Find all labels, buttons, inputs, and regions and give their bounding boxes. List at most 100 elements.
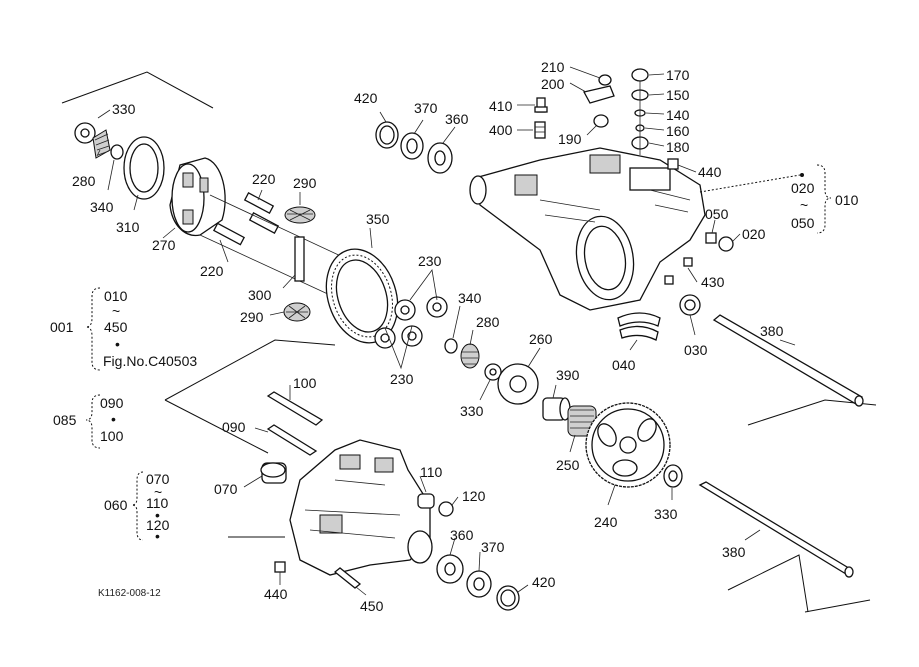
group-060-b: 110: [146, 495, 169, 511]
nut-190-shape: [593, 114, 609, 128]
label-110-part: 110: [420, 464, 443, 480]
pins-220-shape: [212, 192, 280, 246]
label-220-upper: 220: [252, 171, 276, 187]
group-001-from: 010: [104, 288, 128, 304]
label-350: 350: [366, 211, 390, 227]
group-001-bullet: •: [115, 336, 120, 352]
group-060-c: 120: [146, 517, 170, 533]
group-060-bullet2: •: [155, 528, 160, 544]
ring-gear-350-shape: [325, 248, 399, 344]
label-300: 300: [248, 287, 272, 303]
bolt-440-shape: [667, 158, 679, 170]
label-280-left: 280: [72, 173, 96, 189]
label-290-lower: 290: [240, 309, 264, 325]
label-220-lower: 220: [200, 263, 224, 279]
label-240: 240: [594, 514, 618, 530]
large-gear-240-shape: [585, 402, 671, 488]
label-450: 450: [360, 598, 384, 614]
label-260: 260: [529, 331, 553, 347]
label-280-right: 280: [476, 314, 500, 330]
group-085-b: 100: [100, 428, 124, 444]
label-290-upper: 290: [293, 175, 317, 191]
group-001-code: 001: [50, 319, 74, 335]
bevel-gear-290-upper-shape: [284, 206, 316, 224]
group-001-figref: Fig.No.C40503: [103, 353, 197, 369]
upper-small-parts-group: [375, 68, 649, 174]
label-180: 180: [666, 139, 690, 155]
label-140: 140: [666, 107, 690, 123]
leader-lines: [96, 66, 804, 596]
group-060-tilde: ~: [154, 484, 162, 500]
group-060-a: 070: [146, 471, 170, 487]
grease-fitting-410-shape: [534, 97, 548, 113]
label-330-middle: 330: [460, 403, 484, 419]
label-440-upper: 440: [698, 164, 722, 180]
group-001-tilde: ~: [112, 303, 120, 319]
breather-400-shape: [534, 121, 546, 139]
group-001-to: 450: [104, 319, 128, 335]
group-085-bullet: •: [111, 411, 116, 427]
bevel-gear-290-lower-shape: [283, 302, 311, 322]
label-090-part: 090: [222, 419, 246, 435]
label-420-upper: 420: [354, 90, 378, 106]
label-380-lower: 380: [722, 544, 746, 560]
label-030: 030: [684, 342, 708, 358]
bushing-110-shape: [417, 493, 435, 509]
group-060-bullet: •: [155, 507, 160, 523]
bushing-030-shape: [679, 294, 701, 316]
label-250: 250: [556, 457, 580, 473]
cross-pin-300-shape: [294, 236, 305, 282]
label-330-lower: 330: [654, 506, 678, 522]
cap-170-shape: [631, 68, 649, 82]
label-270: 270: [152, 237, 176, 253]
group-010-code: 010: [835, 192, 859, 208]
label-120-part: 120: [462, 488, 486, 504]
group-060-code: 060: [104, 497, 128, 513]
axle-shaft-380-upper-shape: [712, 314, 864, 407]
label-370-upper: 370: [414, 100, 438, 116]
seal-020-shape: [718, 236, 734, 252]
label-230-lower: 230: [390, 371, 414, 387]
label-420-lower: 420: [532, 574, 556, 590]
bushings-230-shape: [374, 296, 448, 349]
group-085-code: 085: [53, 412, 77, 428]
label-190: 190: [558, 131, 582, 147]
label-020: 020: [742, 226, 766, 242]
bushing-070-shape: [260, 462, 287, 484]
bolt-100-shape: [266, 391, 324, 426]
label-050: 050: [705, 206, 729, 222]
gear-train-group: [542, 294, 864, 578]
label-310: 310: [116, 219, 140, 235]
group-010-a: 020: [791, 180, 815, 196]
label-100-part: 100: [293, 375, 317, 391]
axle-shaft-380-lower-shape: [698, 481, 854, 578]
label-230-upper: 230: [418, 253, 442, 269]
label-150: 150: [666, 87, 690, 103]
seal-120-shape: [438, 501, 454, 517]
diff-case-270-shape: [169, 157, 226, 237]
figure-code: K1162-008-12: [98, 588, 161, 599]
label-330-top-left: 330: [112, 101, 136, 117]
transmission-case-010-group: [469, 147, 734, 311]
housing-060-group: [260, 391, 520, 611]
section-outline-lines: [61, 71, 877, 613]
label-360-lower: 360: [450, 527, 474, 543]
washer-340b-shape: [444, 338, 458, 354]
group-reference-labels: 001 010 ~ 450 • Fig.No.C40503 085 090 • …: [50, 180, 859, 544]
label-380-upper: 380: [760, 323, 784, 339]
label-430: 430: [701, 274, 725, 290]
label-390: 390: [556, 367, 580, 383]
differential-case-group: [74, 122, 539, 405]
bolt-090-shape: [266, 424, 318, 456]
label-210: 210: [541, 59, 565, 75]
group-010-tilde: ~: [800, 197, 808, 213]
group-braces: [85, 164, 832, 541]
label-400: 400: [489, 122, 513, 138]
group-085-a: 090: [100, 395, 124, 411]
bevel-pinion-280-shape: [92, 129, 111, 159]
group-010-b: 050: [791, 215, 815, 231]
label-360-upper: 360: [445, 111, 469, 127]
bolt-450-shape: [333, 567, 362, 589]
label-200: 200: [541, 76, 565, 92]
